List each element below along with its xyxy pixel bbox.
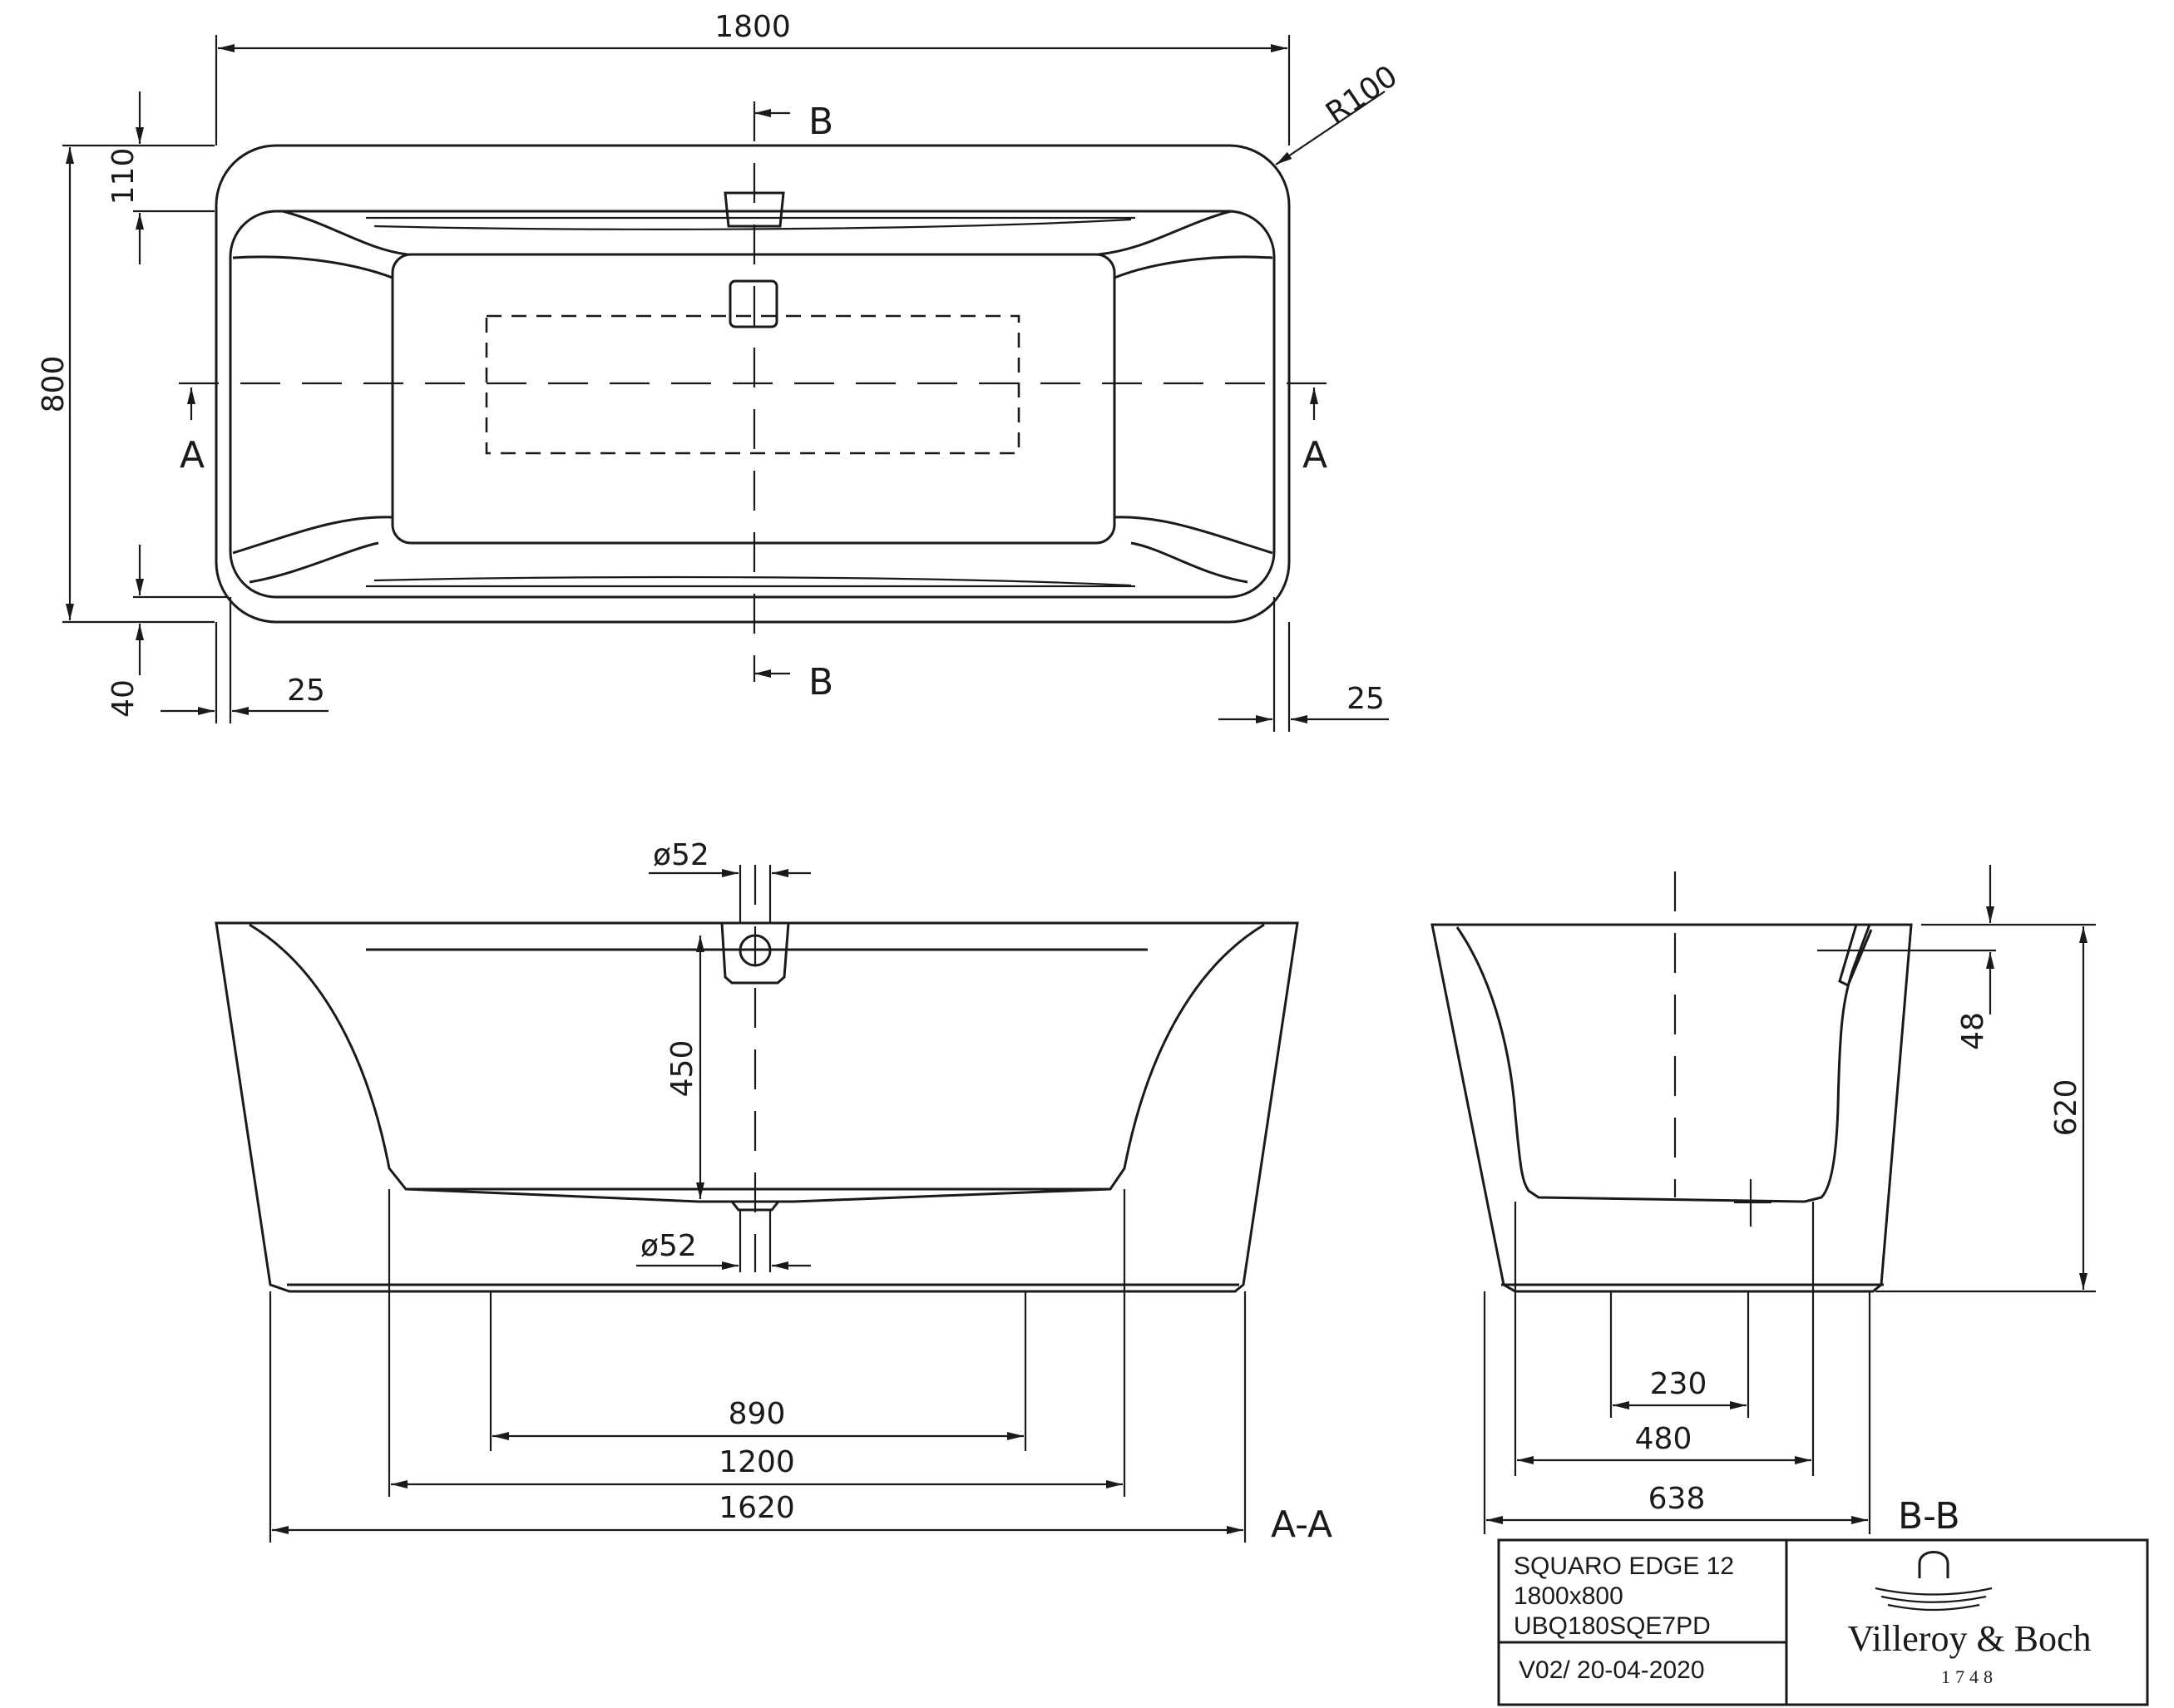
plan-drain-outlet [729,279,778,328]
plan-right-lower-curve [1130,541,1248,584]
plan-view: B B A A 1800 800 110 40 25 [37,10,1404,732]
dim-620-text: 620 [2049,1079,2083,1137]
aa-floor-line [405,1187,1111,1203]
section-bb-view: 48 620 230 480 638 B-B [1430,865,2096,1538]
brand-year: 1748 [1941,1666,1998,1687]
dim-40-text: 40 [106,679,141,718]
plan-top-ridge [366,216,1135,230]
dim-1200-text: 1200 [719,1445,795,1479]
dim-1620-text: 1620 [719,1491,795,1525]
section-b-bottom-label: B [808,661,833,703]
section-a-left-label: A [180,434,205,476]
dim-25r-text: 25 [1346,682,1385,716]
article-code: UBQ180SQE7PD [1514,1612,1711,1640]
dim-1800-text: 1800 [714,10,791,44]
dim-r100-text: R100 [1320,59,1404,131]
aa-inner-profile [249,923,1265,1191]
plan-feet-outline [485,314,1020,455]
plan-left-upper-curve [282,210,408,256]
plan-left-lower-curve [249,541,379,584]
plan-right-upper-contour [1114,255,1273,279]
aa-outer-body [215,921,1299,1293]
bb-overflow-housing [1838,924,1873,988]
section-aa-view: ø52 ø52 450 890 1200 1620 A-A [215,838,1332,1546]
dim-890-text: 890 [729,1397,786,1431]
dim-450-text: 450 [665,1040,699,1098]
dim-48-text: 48 [1956,1012,1990,1050]
brand-logo-icon [1875,1551,1993,1612]
plan-left-lower-contour [232,516,393,555]
dim-800-text: 800 [37,356,71,413]
dim-638-text: 638 [1648,1482,1706,1516]
dim-480-text: 480 [1635,1422,1692,1456]
dim-drn-text: ø52 [640,1229,697,1263]
dim-110-text: 110 [106,148,141,205]
plan-right-lower-contour [1114,516,1273,555]
product-size: 1800x800 [1514,1582,1623,1610]
aa-overflow-housing [720,922,790,985]
title-block-frame [1497,1538,2149,1706]
section-aa-label: A-A [1271,1503,1332,1546]
section-a-right-label: A [1302,434,1327,476]
product-name: SQUARO EDGE 12 [1514,1553,1734,1580]
dim-r100-leader [1275,91,1386,165]
plan-right-upper-curve [1097,210,1232,256]
section-bb-label: B-B [1898,1495,1960,1538]
brand-name: Villeroy & Boch [1847,1618,2091,1659]
version-date: V02/ 20-04-2020 [1519,1656,1705,1684]
plan-inner-rim [229,210,1276,599]
bb-inner-profile [1455,924,1871,1203]
dim-230-text: 230 [1650,1367,1707,1401]
dim-ovf-text: ø52 [653,838,709,872]
section-b-top-label: B [808,101,833,143]
title-block: SQUARO EDGE 12 1800x800 UBQ180SQE7PD V02… [1497,1538,2149,1706]
plan-bottom-ridge [366,575,1135,588]
plan-overflow-outlet [724,191,785,228]
plan-left-upper-contour [232,255,393,279]
dim-25l-text: 25 [287,674,325,708]
